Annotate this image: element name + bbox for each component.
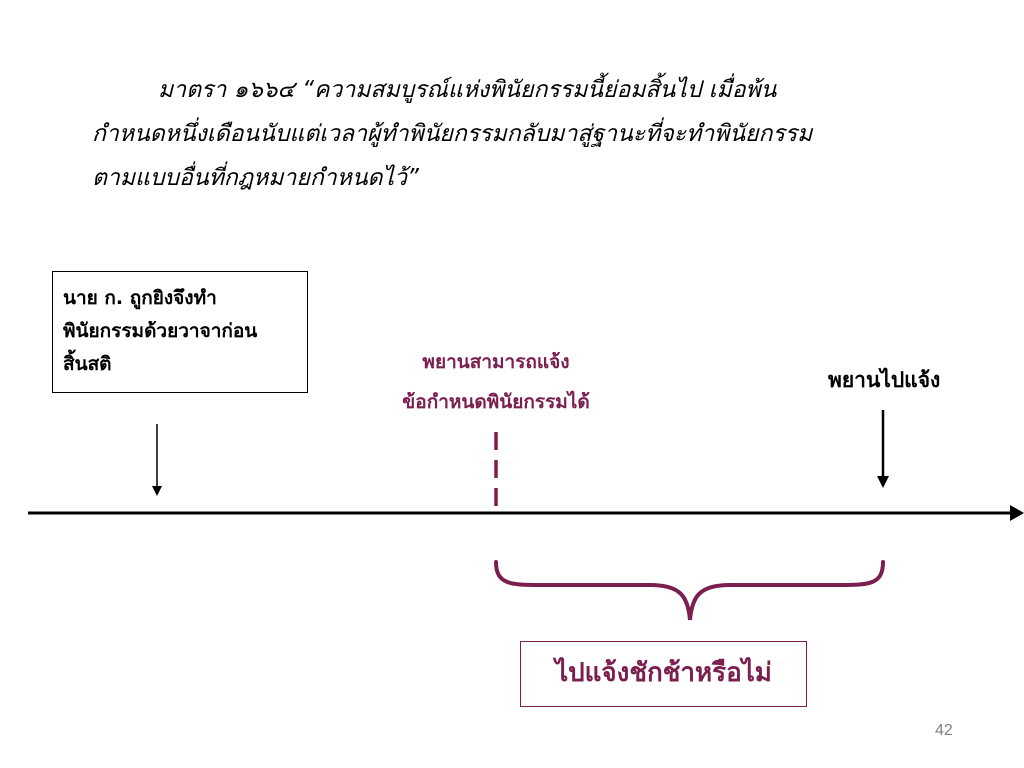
quote-line-1: มาตรา ๑๖๖๔ “ความสมบูรณ์แห่งพินัยกรรมนี้ย… bbox=[158, 77, 777, 103]
witness-can-line-1: พยานสามารถแจ้ง bbox=[422, 351, 570, 373]
event-line-2: พินัยกรรมด้วยวาจาก่อน bbox=[63, 320, 258, 342]
statute-quote: มาตรา ๑๖๖๔ “ความสมบูรณ์แห่งพินัยกรรมนี้ย… bbox=[92, 68, 992, 200]
event-box: นาย ก. ถูกยิงจึงทำ พินัยกรรมด้วยวาจาก่อน… bbox=[52, 271, 308, 393]
event-line-3: สิ้นสติ bbox=[63, 353, 112, 375]
witness-goes-label: พยานไปแจ้ง bbox=[828, 368, 941, 392]
timeline-arrowhead bbox=[1010, 505, 1024, 521]
delay-question-box: ไปแจ้งชักช้าหรือไม่ bbox=[520, 641, 807, 707]
quote-line-3: ตามแบบอื่นที่กฎหมายกำหนดไว้” bbox=[92, 165, 419, 191]
page-number: 42 bbox=[935, 722, 953, 739]
witness-can-line-2: ข้อกำหนดพินัยกรรมได้ bbox=[402, 391, 590, 413]
event-line-1: นาย ก. ถูกยิงจึงทำ bbox=[63, 287, 217, 309]
event-down-arrowhead bbox=[152, 486, 162, 496]
quote-line-2: กำหนดหนึ่งเดือนนับแต่เวลาผู้ทำพินัยกรรมก… bbox=[92, 121, 813, 147]
witness-can-notify-label: พยานสามารถแจ้ง ข้อกำหนดพินัยกรรมได้ bbox=[372, 342, 620, 422]
period-curly-brace bbox=[494, 560, 885, 621]
witness-goes-arrowhead bbox=[877, 476, 889, 488]
